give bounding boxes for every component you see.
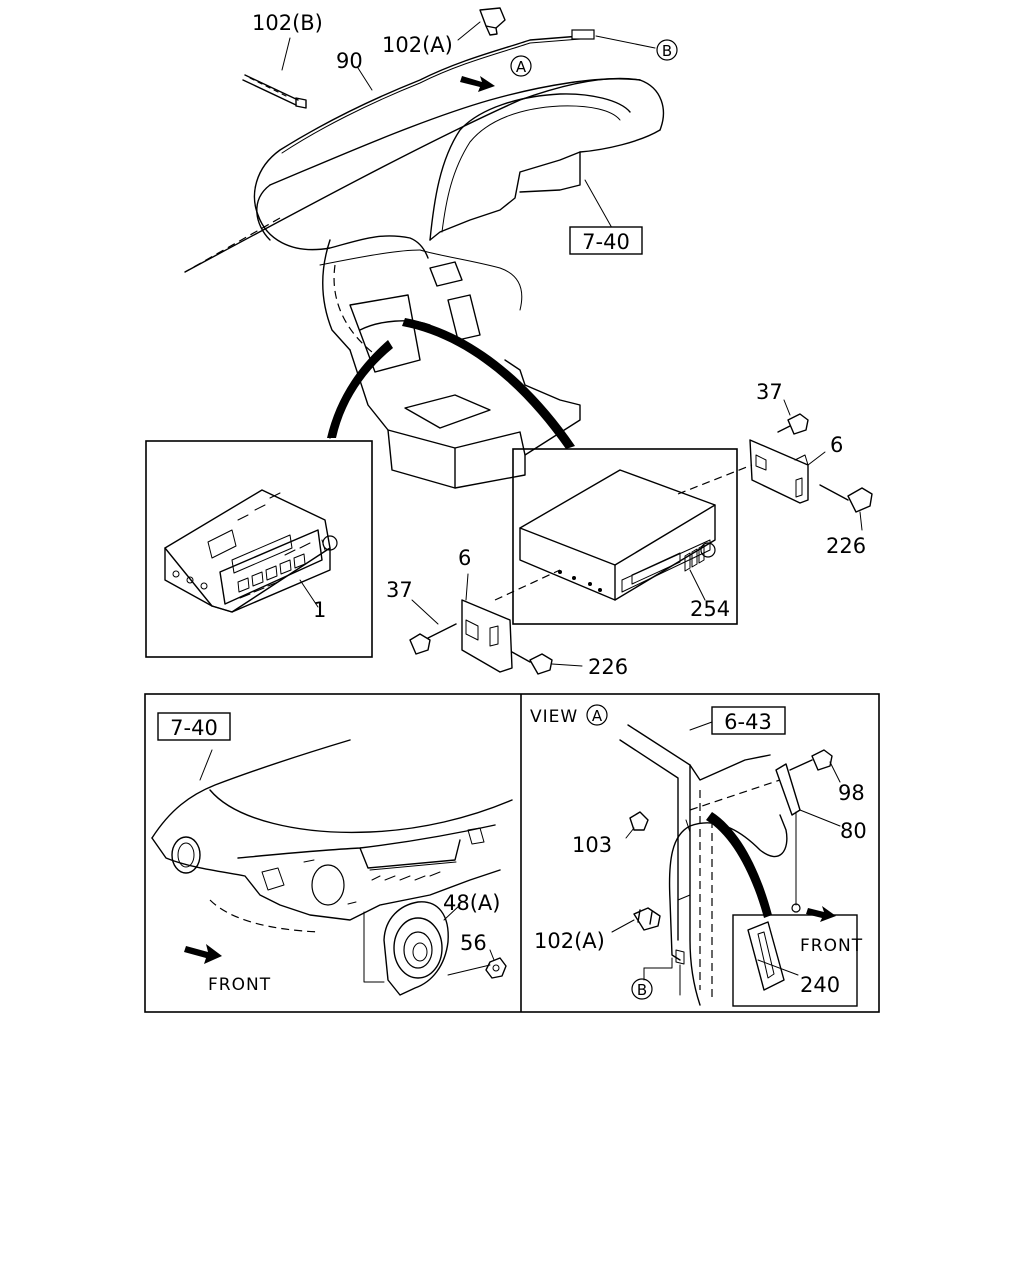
pointer-to-240 (706, 812, 772, 918)
label-102a-top: 102(A) (382, 33, 453, 57)
bolt-37-left (409, 599, 457, 655)
label-1: 1 (313, 598, 326, 622)
antenna-rod-80 (775, 763, 841, 913)
ref-box-7-40-top: 7-40 (569, 226, 643, 255)
label-48a: 48(A) (443, 891, 500, 915)
bottom-panel (144, 693, 880, 1013)
bolt-98 (789, 749, 841, 783)
label-view: VIEW (530, 707, 578, 727)
label-226-right: 226 (826, 534, 866, 558)
detail-box-unit-254 (512, 448, 738, 625)
label-240: 240 (800, 973, 840, 997)
front-arrow-top (460, 76, 495, 92)
label-6-left: 6 (458, 546, 471, 570)
circle-b-top: B (656, 39, 678, 61)
label-102a-bottom: 102(A) (534, 929, 605, 953)
label-ref-7-40-bottom: 7-40 (170, 716, 218, 740)
bolt-226-left (511, 651, 583, 675)
detail-box-unit-1 (145, 440, 373, 658)
bolt-37-right (777, 399, 809, 435)
alignment-line-right (677, 464, 753, 495)
antenna-pad-240 (732, 914, 858, 1007)
audio-unit-254 (519, 469, 716, 601)
label-6-right: 6 (830, 433, 843, 457)
label-37-left: 37 (386, 578, 413, 602)
view-a-title: VIEW A (530, 704, 608, 727)
bolt-226-right (819, 484, 873, 531)
circle-b-bottom: B (631, 957, 673, 1000)
pointer-left-fill (327, 340, 393, 438)
ref-box-7-40-bottom: 7-40 (157, 712, 231, 741)
grommet-103 (625, 811, 649, 839)
cable-tie-102b (242, 37, 307, 109)
label-56: 56 (460, 931, 487, 955)
circle-a-top-label: A (516, 58, 527, 76)
label-view-circle: A (592, 707, 603, 725)
nut-56 (485, 949, 507, 979)
circle-b-top-label: B (662, 42, 672, 60)
label-254: 254 (690, 597, 730, 621)
speaker-48a (363, 901, 491, 996)
bracket-6-right (749, 439, 826, 504)
front-arrow-right (806, 906, 836, 922)
label-front-left: FRONT (208, 975, 271, 995)
label-ref-6-43: 6-43 (724, 710, 772, 734)
clip-102a-top (457, 7, 506, 41)
ref-box-6-43: 6-43 (711, 706, 786, 735)
label-ref-7-40-top: 7-40 (582, 230, 630, 254)
antenna-cable (253, 29, 656, 259)
circle-a-top: A (510, 55, 532, 77)
label-front-right: FRONT (800, 936, 863, 956)
bracket-6-left (461, 573, 513, 673)
label-98: 98 (838, 781, 865, 805)
control-unit-1 (164, 489, 338, 613)
circle-b-bottom-label: B (637, 981, 647, 999)
dashboard-assembly (184, 77, 664, 489)
label-80: 80 (840, 819, 867, 843)
clip-102a-bottom (611, 907, 661, 933)
label-103: 103 (572, 833, 612, 857)
label-102b: 102(B) (252, 11, 323, 35)
label-37-right: 37 (756, 380, 783, 404)
pointer-right-fill (402, 318, 575, 449)
alignment-line-left (494, 569, 561, 601)
label-90: 90 (336, 49, 363, 73)
label-226-left: 226 (588, 655, 628, 679)
dash-speaker-view (151, 739, 513, 933)
front-arrow-left (184, 944, 222, 964)
